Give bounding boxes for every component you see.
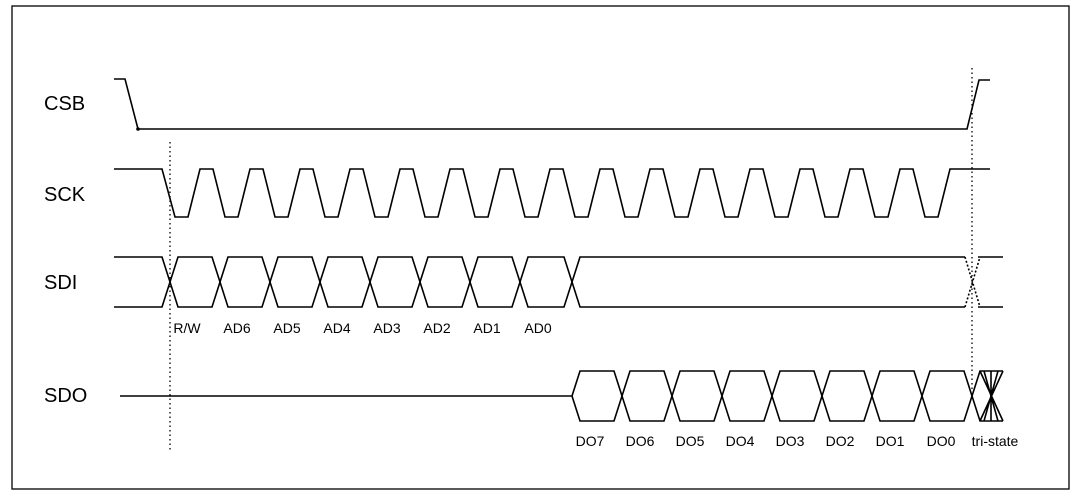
- sdo-waveform: [120, 370, 1004, 422]
- sdo-tristate-hatch: [971, 370, 1004, 422]
- sdo-upper-line: [571, 370, 973, 399]
- sdo-bit-labels: DO7 DO6 DO5 DO4 DO3 DO2 DO1 DO0 tri-stat…: [576, 433, 1019, 449]
- sdi-bit-label: AD6: [223, 320, 250, 336]
- sdi-waveform: [114, 256, 1003, 308]
- sdi-bit-label: AD3: [373, 320, 400, 336]
- sdo-bit-label: DO1: [876, 433, 905, 449]
- sdo-bit-label: DO2: [826, 433, 855, 449]
- sdo-bit-label: DO3: [776, 433, 805, 449]
- sdo-lower-line: [571, 393, 973, 422]
- sdi-upper-line: [114, 256, 965, 285]
- sdi-end-crossing: [964, 256, 981, 308]
- csb-label: CSB: [44, 93, 85, 115]
- sdi-end-lines: [978, 256, 1003, 308]
- sck-waveform: [114, 168, 990, 218]
- sdi-bit-label: R/W: [173, 320, 201, 336]
- sdi-bit-label: AD0: [524, 320, 551, 336]
- sdo-bit-label: DO5: [676, 433, 705, 449]
- sdi-bit-label: AD5: [273, 320, 300, 336]
- sdi-bit-labels: R/W AD6 AD5 AD4 AD3 AD2 AD1 AD0: [173, 320, 551, 336]
- sdo-bit-label: DO6: [626, 433, 655, 449]
- csb-waveform: [114, 78, 990, 130]
- sdi-label: SDI: [44, 272, 77, 294]
- sck-label: SCK: [44, 184, 86, 206]
- sdo-label: SDO: [44, 385, 87, 407]
- sdo-bit-label: tri-state: [972, 433, 1019, 449]
- csb-fall-dot: [136, 127, 140, 131]
- sdo-bit-label: DO0: [927, 433, 956, 449]
- diagram-frame: [11, 5, 1070, 490]
- sdi-lower-line: [114, 279, 965, 308]
- sdo-bit-label: DO7: [576, 433, 605, 449]
- sdo-bit-label: DO4: [726, 433, 755, 449]
- sdi-bit-label: AD2: [423, 320, 450, 336]
- sdi-bit-label: AD1: [473, 320, 500, 336]
- sdi-bit-label: AD4: [323, 320, 350, 336]
